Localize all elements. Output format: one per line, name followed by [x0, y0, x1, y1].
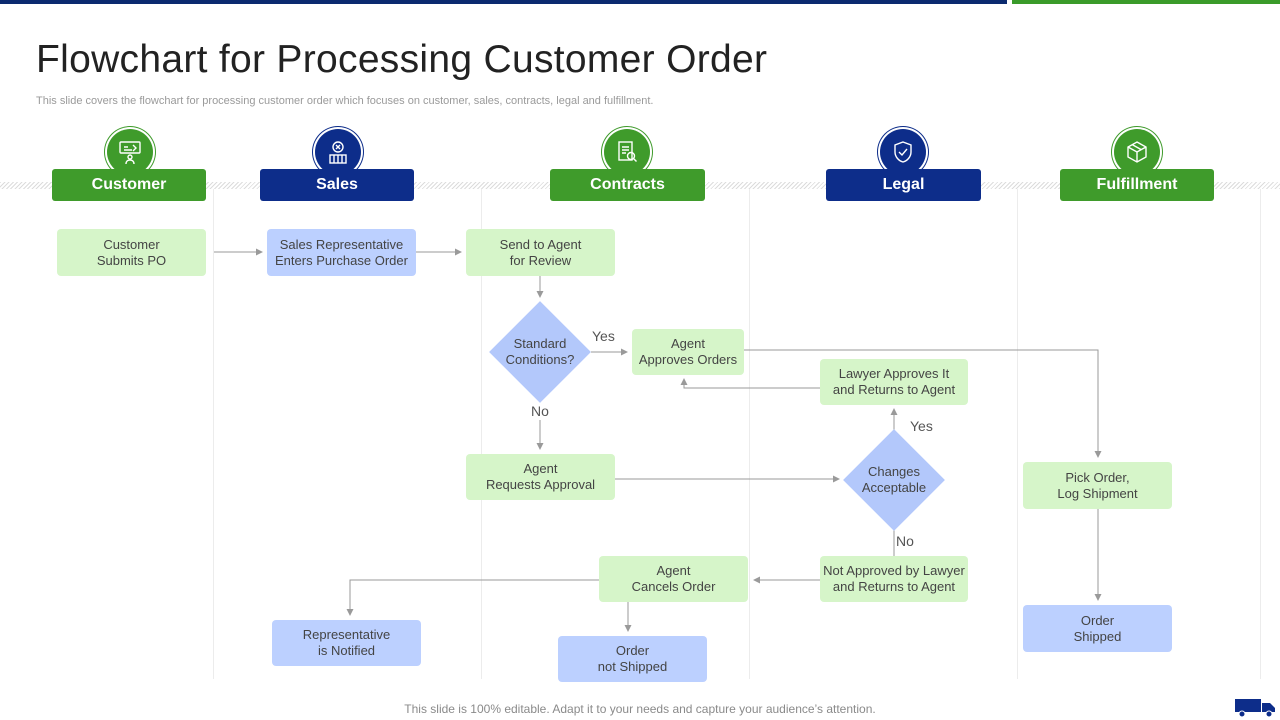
node-order-not-shipped: Order not Shipped: [558, 636, 707, 682]
edge-label-no: No: [531, 403, 549, 419]
lane-header-customer: Customer: [52, 169, 206, 201]
decision-standard-conditions-label: Standard Conditions?: [505, 336, 575, 367]
lane-divider: [749, 189, 750, 679]
lane-divider: [481, 189, 482, 679]
decision-changes-acceptable-label: Changes Acceptable: [861, 464, 927, 495]
lane-divider: [1260, 189, 1261, 679]
lane-header-sales: Sales: [260, 169, 414, 201]
node-representative-notified: Representative is Notified: [272, 620, 421, 666]
top-accent-bar-blue: [0, 0, 1007, 4]
legal-shield-icon: [880, 129, 926, 175]
edge-label-yes: Yes: [910, 418, 933, 434]
node-order-shipped: Order Shipped: [1023, 605, 1172, 652]
footer-note: This slide is 100% editable. Adapt it to…: [404, 702, 876, 716]
node-customer-submits-po: Customer Submits PO: [57, 229, 206, 276]
lane-header-fulfillment: Fulfillment: [1060, 169, 1214, 201]
node-agent-cancels-order: Agent Cancels Order: [599, 556, 748, 602]
lane-header-legal: Legal: [826, 169, 981, 201]
edge-label-yes: Yes: [592, 328, 615, 344]
page-title: Flowchart for Processing Customer Order: [36, 38, 768, 81]
page-subtitle: This slide covers the flowchart for proc…: [36, 95, 654, 107]
top-accent-bar-green: [1012, 0, 1280, 4]
lane-divider: [1017, 189, 1018, 679]
connector-cancels-to-notified: [346, 579, 599, 616]
node-sales-rep-enters-po: Sales Representative Enters Purchase Ord…: [267, 229, 416, 276]
truck-icon: [1235, 699, 1275, 718]
node-lawyer-approves: Lawyer Approves It and Returns to Agent: [820, 359, 968, 405]
sales-icon: [315, 129, 361, 175]
node-send-to-agent: Send to Agent for Review: [466, 229, 615, 276]
node-not-approved: Not Approved by Lawyer and Returns to Ag…: [820, 556, 968, 602]
presentation-icon: [107, 129, 153, 175]
lane-divider: [213, 189, 214, 679]
edge-label-no: No: [896, 533, 914, 549]
node-agent-requests-approval: Agent Requests Approval: [466, 454, 615, 500]
lane-header-contracts: Contracts: [550, 169, 705, 201]
document-search-icon: [604, 129, 650, 175]
node-agent-approves-orders: Agent Approves Orders: [632, 329, 744, 375]
box-icon: [1114, 129, 1160, 175]
connector-lawyer-to-approves: [680, 378, 820, 389]
connector-approves-to-pick: [744, 349, 1102, 458]
node-pick-order: Pick Order, Log Shipment: [1023, 462, 1172, 509]
